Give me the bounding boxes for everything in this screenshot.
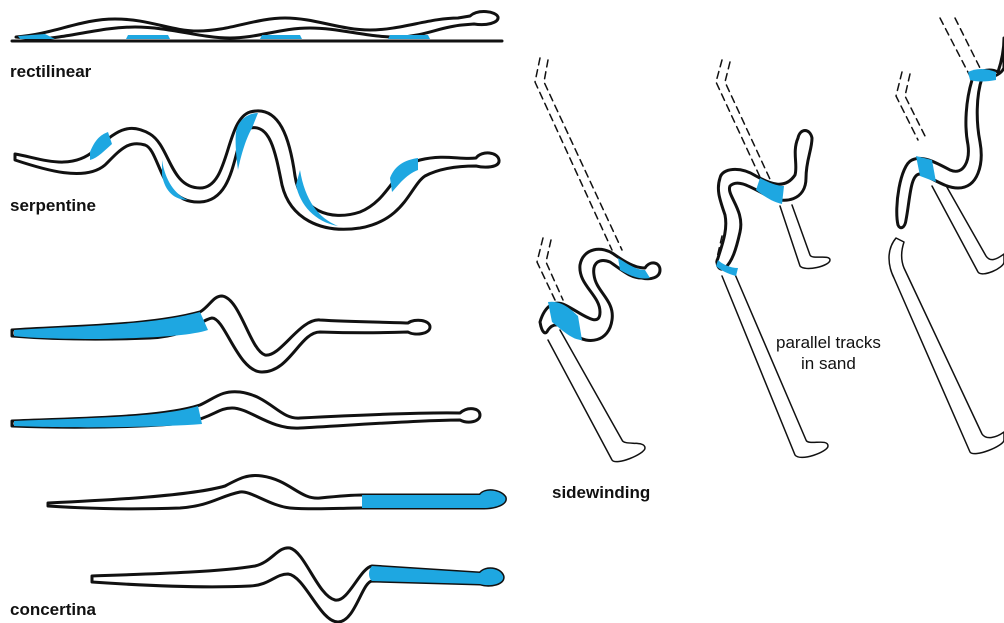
- track: [780, 205, 830, 268]
- tracks-note-line-1: parallel tracks: [776, 332, 881, 353]
- dashed-track: [905, 74, 927, 140]
- sidewinding-label: sidewinding: [552, 483, 650, 503]
- contact-patch: [126, 35, 170, 39]
- dashed-track: [546, 240, 563, 300]
- sidewinding-snake-3: [889, 18, 1004, 454]
- concertina-snake-1: [12, 296, 430, 372]
- track: [932, 182, 1004, 274]
- snake-body: [92, 548, 503, 622]
- dashed-track: [940, 18, 972, 80]
- tracks-note: parallel tracks in sand: [776, 332, 881, 374]
- sidewinding-snake-2: [716, 60, 830, 457]
- concertina-snake-2: [12, 392, 480, 428]
- track: [548, 330, 645, 462]
- snake-body: [16, 12, 498, 39]
- dashed-track: [544, 60, 622, 250]
- contact-patch: [548, 302, 582, 340]
- concertina-snake-4: [92, 548, 503, 622]
- dashed-track: [537, 238, 555, 300]
- contact-patch: [388, 35, 430, 39]
- serpentine-label: serpentine: [10, 196, 96, 216]
- concertina-label: concertina: [10, 600, 96, 620]
- concertina-snake-3: [48, 475, 505, 508]
- tracks-note-line-2: in sand: [776, 353, 881, 374]
- rectilinear-snake: [12, 12, 502, 41]
- contact-patch: [968, 69, 996, 82]
- dashed-track: [955, 18, 982, 72]
- dashed-track: [896, 72, 918, 140]
- sidewinding-snake-1: [535, 58, 660, 462]
- contact-patch: [260, 35, 302, 39]
- contact-patch: [916, 156, 936, 182]
- rectilinear-label: rectilinear: [10, 62, 91, 82]
- contact-patch: [362, 491, 505, 508]
